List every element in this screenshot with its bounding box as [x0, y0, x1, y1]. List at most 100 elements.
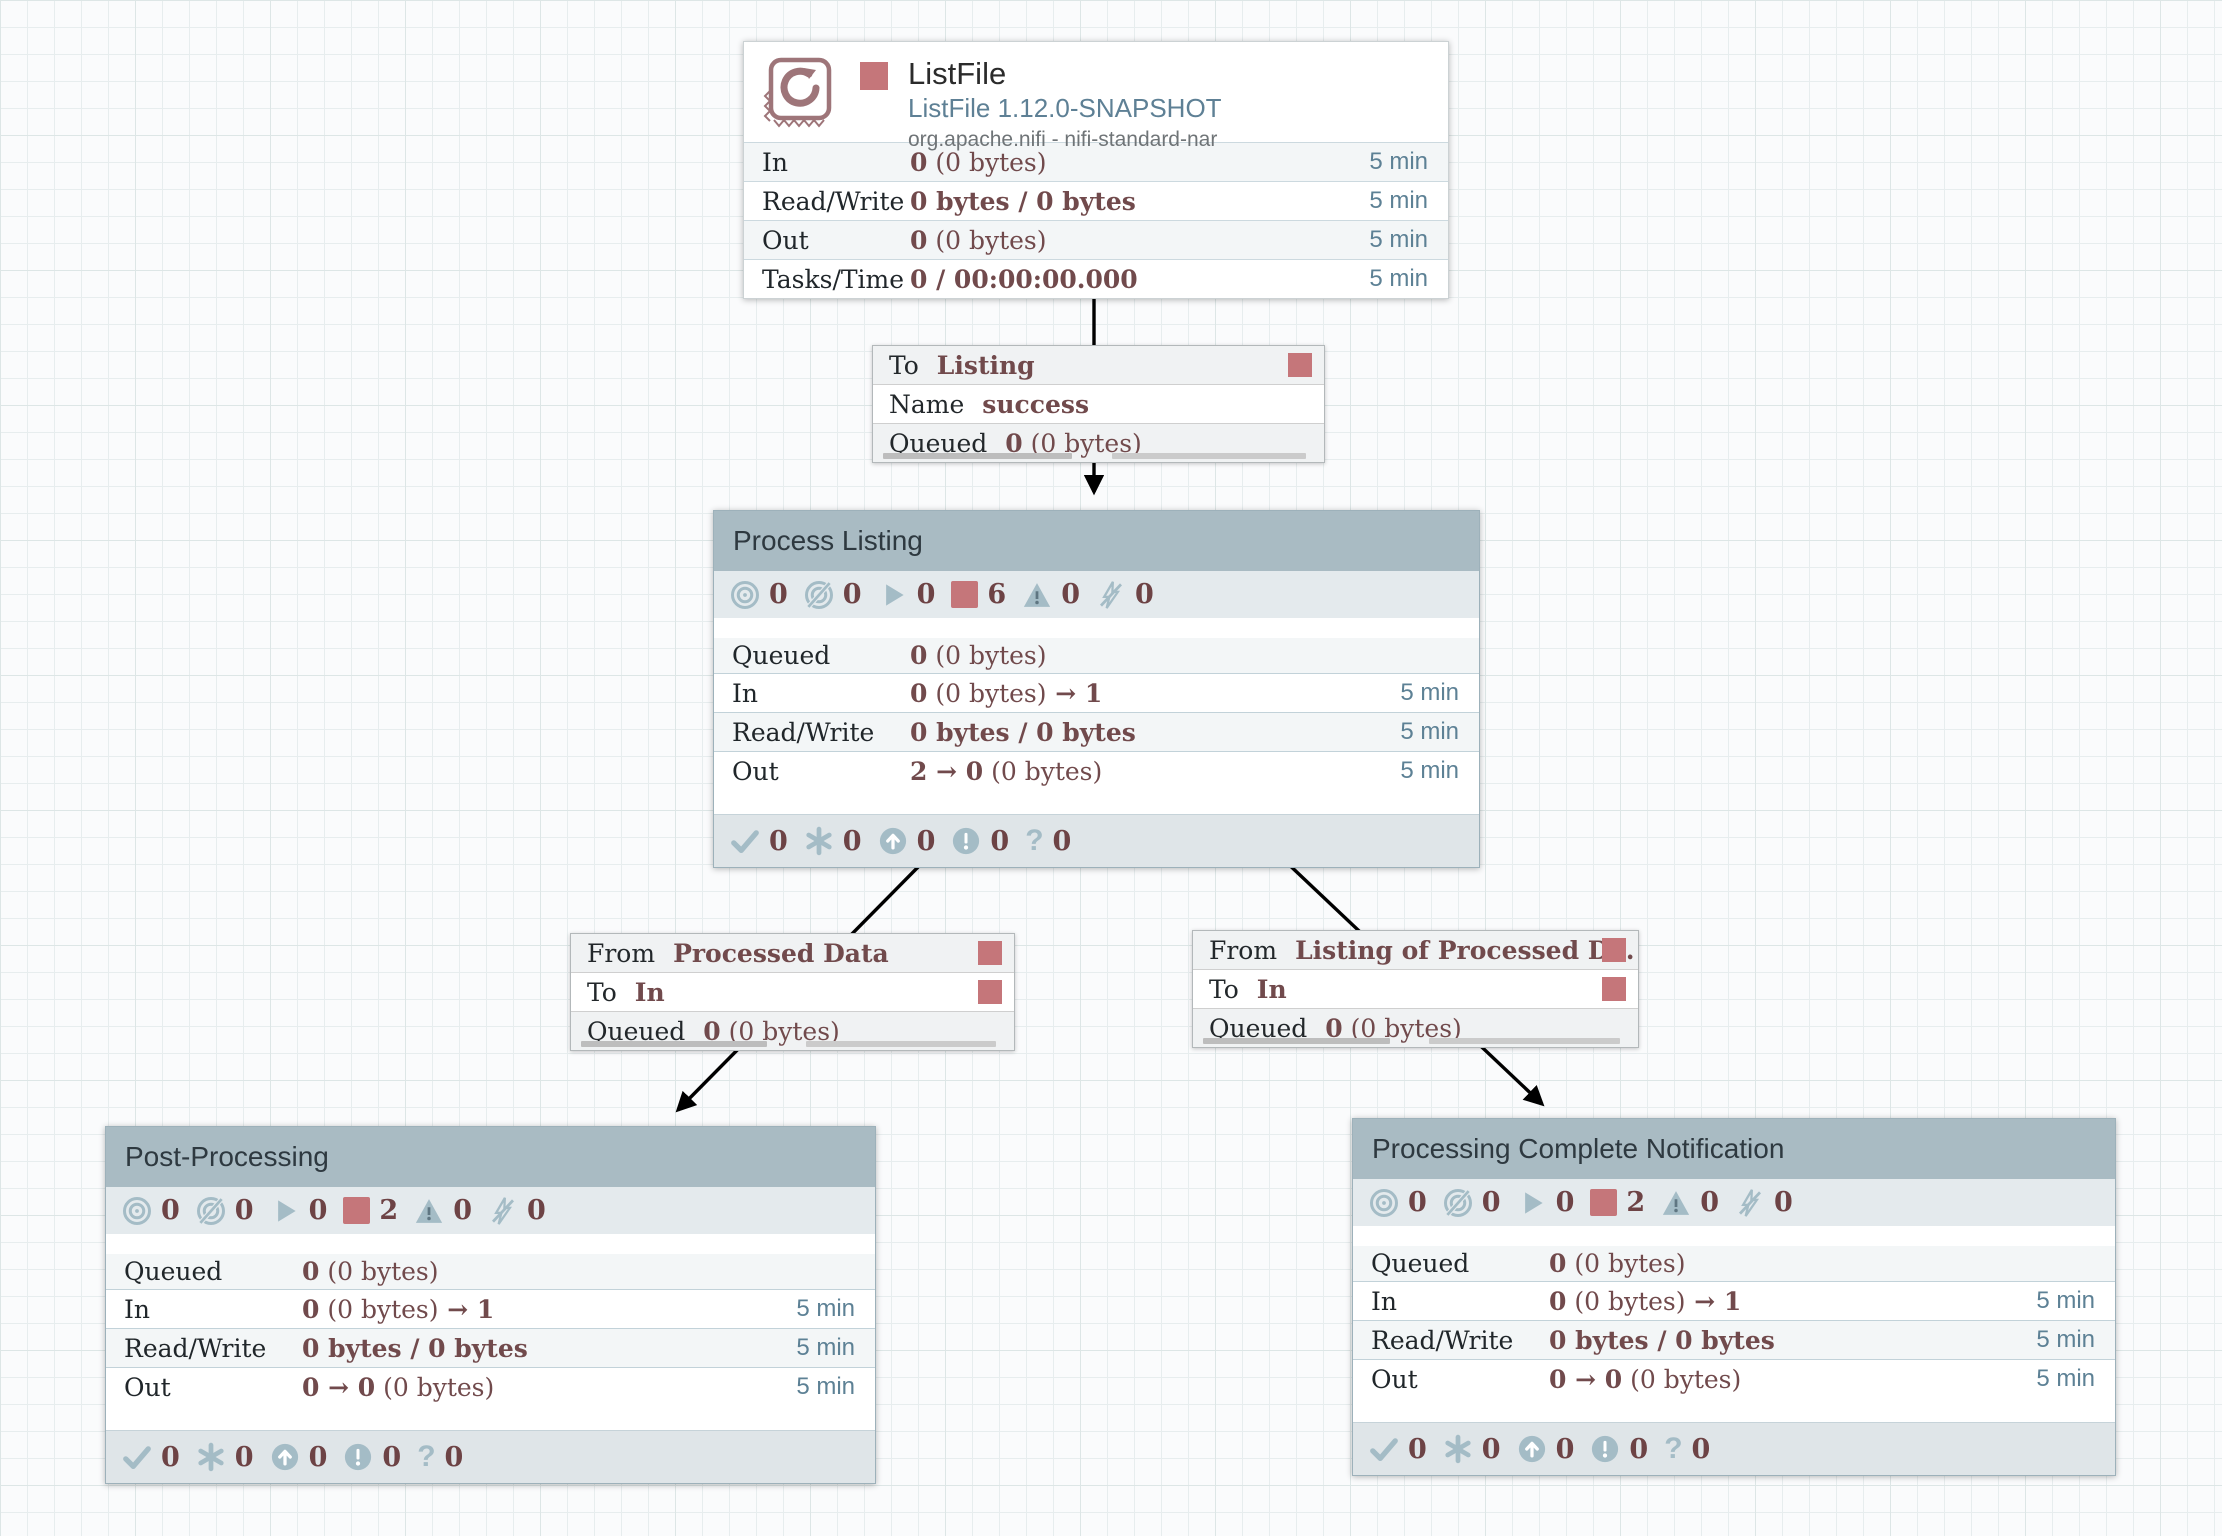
connection-label-processed-data[interactable]: From Processed Data To In Queued 0 (0 by…: [570, 933, 1015, 1051]
stat-window: 5 min: [1369, 265, 1428, 292]
queue-count-bar: [581, 1041, 768, 1047]
transmitting-icon: [122, 1196, 152, 1226]
processor-listfile[interactable]: ListFile ListFile 1.12.0-SNAPSHOT org.ap…: [743, 41, 1449, 299]
stat-row-readwrite: Read/Write 0 bytes / 0 bytes 5 min: [106, 1328, 875, 1367]
spacer: [714, 790, 1479, 814]
connection-queued-row: Queued 0 (0 bytes): [1193, 1008, 1638, 1047]
stat-row-out: Out 0 → 0 (0 bytes) 5 min: [106, 1367, 875, 1406]
running-icon: [270, 1196, 300, 1226]
stat-row-queued: Queued 0 (0 bytes): [714, 638, 1479, 673]
stat-window: 5 min: [1369, 148, 1428, 175]
destination-stopped-icon: [1288, 353, 1312, 377]
process-group-process-listing[interactable]: Process Listing 0 0 0 6 0 0 Queued 0 (0 …: [713, 510, 1480, 868]
up-to-date-icon: [122, 1442, 152, 1472]
connection-queued-row: Queued 0 (0 bytes): [873, 423, 1324, 462]
locally-modified-stale-icon: [951, 826, 981, 856]
group-name: Post-Processing: [125, 1141, 329, 1172]
group-header[interactable]: Processing Complete Notification: [1353, 1119, 2115, 1179]
queue-count-bar: [883, 453, 1073, 459]
running-icon: [878, 580, 908, 610]
connection-label-listing-of-processed-data[interactable]: From Listing of Processed D… To In Queue…: [1192, 930, 1639, 1048]
locally-modified-icon: [196, 1442, 226, 1472]
queue-size-bar: [1428, 1038, 1621, 1044]
connection-to-row: To Listing: [873, 346, 1324, 384]
stat-row-queued: Queued 0 (0 bytes): [1353, 1246, 2115, 1281]
processor-header: ListFile ListFile 1.12.0-SNAPSHOT org.ap…: [744, 42, 1448, 151]
invalid-icon: [1661, 1188, 1691, 1218]
stale-icon: [270, 1442, 300, 1472]
not-transmitting-icon: [1443, 1188, 1473, 1218]
spacer: [1353, 1398, 2115, 1422]
group-version-badges: 0 0 0 0 ?0: [106, 1430, 875, 1483]
queue-count-bar: [1203, 1038, 1390, 1044]
disabled-icon: [1735, 1188, 1765, 1218]
running-icon: [1517, 1188, 1547, 1218]
stopped-icon: [951, 581, 979, 608]
stat-row-readwrite: Read/Write 0 bytes / 0 bytes 5 min: [744, 181, 1448, 220]
stat-label: Tasks/Time: [762, 264, 905, 294]
group-status-badges: 0 0 0 2 0 0: [1353, 1179, 2115, 1226]
stopped-icon: [343, 1197, 371, 1224]
connection-to-row: To In: [1193, 969, 1638, 1008]
up-to-date-icon: [730, 826, 760, 856]
stat-value: 0 (0 bytes): [910, 225, 1047, 255]
processor-bundle: org.apache.nifi - nifi-standard-nar: [908, 127, 1218, 151]
stat-row-in: In 0 (0 bytes) → 1 5 min: [106, 1289, 875, 1328]
not-transmitting-icon: [804, 580, 834, 610]
stat-label: In: [762, 147, 788, 177]
stat-row-out: Out 0 → 0 (0 bytes) 5 min: [1353, 1359, 2115, 1398]
disabled-icon: [1096, 580, 1126, 610]
destination-stopped-icon: [1602, 977, 1626, 1001]
stat-window: 5 min: [1369, 187, 1428, 214]
stat-row-queued: Queued 0 (0 bytes): [106, 1254, 875, 1289]
connection-to-row: To In: [571, 972, 1014, 1011]
spacer: [714, 618, 1479, 638]
stat-value: 0 / 00:00:00.000: [910, 264, 1138, 294]
connection-from-row: From Listing of Processed D…: [1193, 931, 1638, 969]
connection-label-success[interactable]: To Listing Name success Queued 0 (0 byte…: [872, 345, 1325, 463]
sync-failure-icon: ?: [417, 1440, 436, 1473]
locally-modified-stale-icon: [1590, 1434, 1620, 1464]
stat-window: 5 min: [1369, 226, 1428, 253]
group-status-badges: 0 0 0 6 0 0: [714, 571, 1479, 618]
stat-row-out: Out 2 → 0 (0 bytes) 5 min: [714, 751, 1479, 790]
sync-failure-icon: ?: [1664, 1432, 1683, 1465]
group-status-badges: 0 0 0 2 0 0: [106, 1187, 875, 1234]
group-version-badges: 0 0 0 0 ?0: [714, 814, 1479, 867]
queue-size-bar: [805, 1041, 997, 1047]
spacer: [106, 1234, 875, 1254]
group-header[interactable]: Process Listing: [714, 511, 1479, 571]
disabled-icon: [488, 1196, 518, 1226]
stat-row-readwrite: Read/Write 0 bytes / 0 bytes 5 min: [1353, 1320, 2115, 1359]
queue-size-bar: [1112, 453, 1306, 459]
stale-icon: [1517, 1434, 1547, 1464]
stat-label: Out: [762, 225, 809, 255]
processor-type: ListFile 1.12.0-SNAPSHOT: [908, 92, 1222, 123]
processor-type-icon: [763, 57, 832, 128]
invalid-icon: [1022, 580, 1052, 610]
transmitting-icon: [1369, 1188, 1399, 1218]
connection-queued-row: Queued 0 (0 bytes): [571, 1011, 1014, 1050]
locally-modified-icon: [1443, 1434, 1473, 1464]
stat-label: Read/Write: [762, 186, 905, 216]
source-stopped-icon: [1602, 938, 1626, 962]
invalid-icon: [414, 1196, 444, 1226]
stopped-icon: [1590, 1189, 1618, 1216]
stopped-status-icon: [860, 62, 888, 90]
process-group-post-processing[interactable]: Post-Processing 0 0 0 2 0 0 Queued 0 (0 …: [105, 1126, 876, 1484]
process-group-processing-complete-notification[interactable]: Processing Complete Notification 0 0 0 2…: [1352, 1118, 2116, 1476]
stat-row-readwrite: Read/Write 0 bytes / 0 bytes 5 min: [714, 712, 1479, 751]
spacer: [106, 1406, 875, 1430]
spacer: [1353, 1226, 2115, 1246]
stat-value: 0 (0 bytes): [910, 147, 1047, 177]
stat-row-tasks: Tasks/Time 0 / 00:00:00.000 5 min: [744, 259, 1448, 298]
processor-name: ListFile: [908, 56, 1007, 91]
group-name: Processing Complete Notification: [1372, 1133, 1785, 1164]
locally-modified-stale-icon: [343, 1442, 373, 1472]
destination-stopped-icon: [978, 980, 1002, 1004]
group-header[interactable]: Post-Processing: [106, 1127, 875, 1187]
connection-from-row: From Processed Data: [571, 934, 1014, 972]
stat-row-in: In 0 (0 bytes) 5 min: [744, 142, 1448, 181]
connection-name-row: Name success: [873, 384, 1324, 423]
